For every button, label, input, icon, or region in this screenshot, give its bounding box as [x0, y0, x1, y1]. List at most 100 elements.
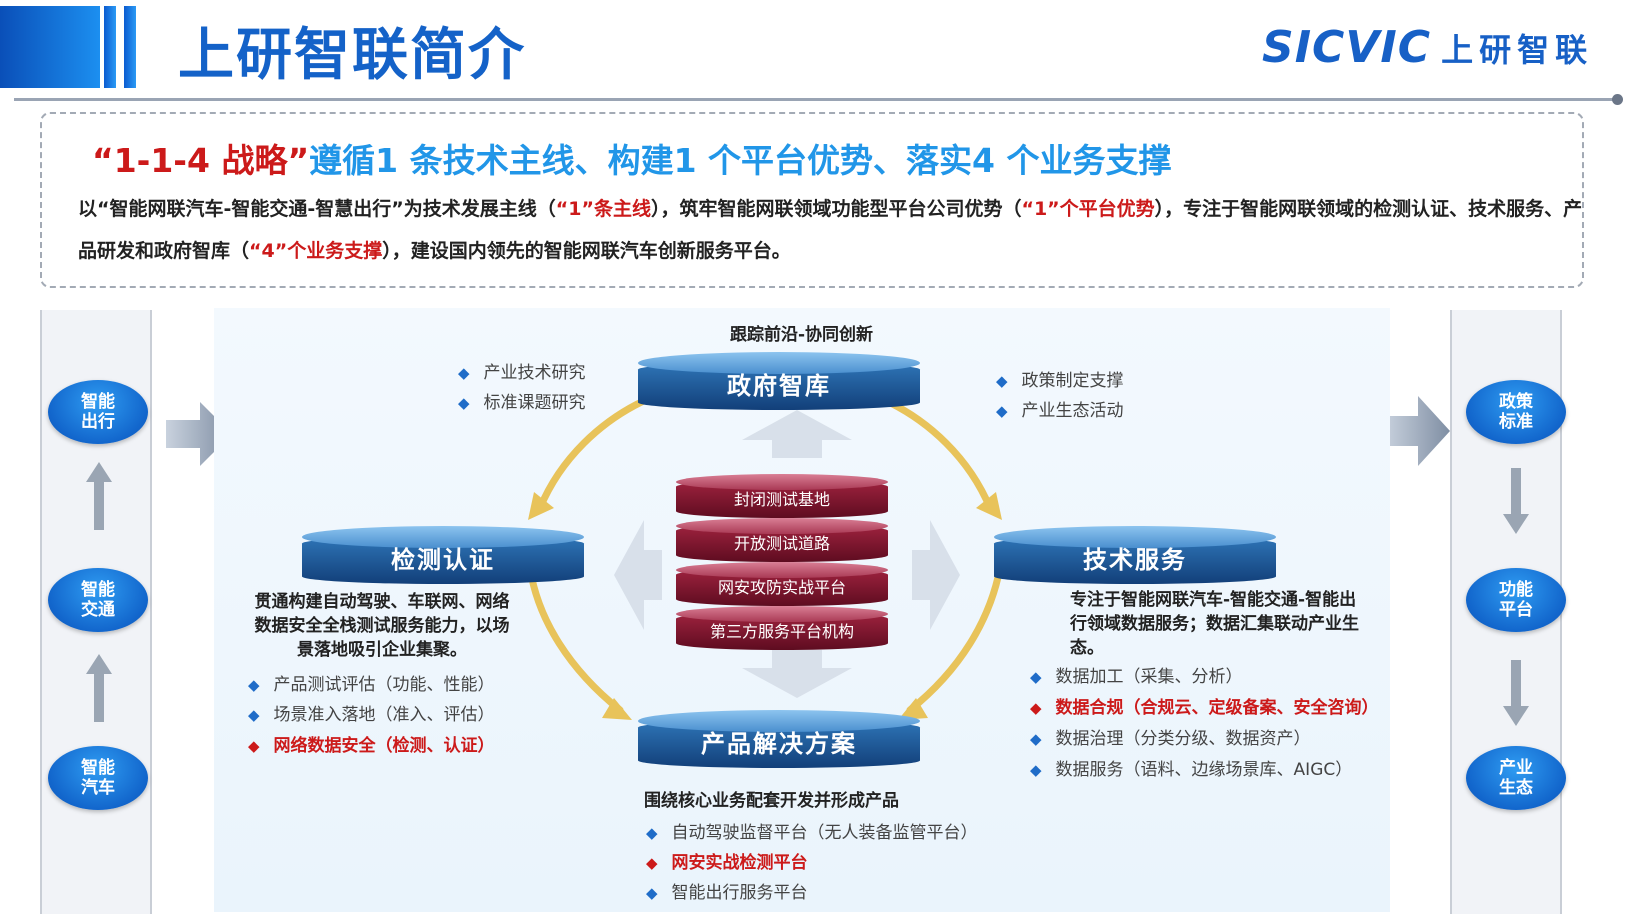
oval-label: 智能汽车: [81, 758, 115, 798]
bullet-text: 网络数据安全（检测、认证）: [273, 736, 495, 756]
right-arrow-icon: [912, 520, 960, 630]
bullet-text: 网安实战检测平台: [671, 853, 808, 873]
tech-bullet: ◆ 数据加工（采集、分析）: [1030, 662, 1243, 687]
gov-left-bullet: ◆ 产业技术研究: [458, 358, 586, 383]
testing-cert-title: 检测认证: [391, 546, 495, 574]
left-oval-mobility: 智能出行: [48, 380, 148, 444]
right-oval-platform: 功能平台: [1466, 568, 1566, 632]
bullet-text: 产业技术研究: [483, 363, 586, 383]
stack-label: 第三方服务平台机构: [709, 622, 854, 641]
product-solution-cylinder: 产品解决方案: [638, 710, 920, 768]
left-arrow-icon: [614, 520, 662, 630]
center-stack-layer: 封闭测试基地: [676, 474, 888, 518]
product-solution-desc: 围绕核心业务配套开发并形成产品: [644, 791, 899, 811]
center-stack-layer: 网安攻防实战平台: [676, 562, 888, 606]
header-divider-dot: [1612, 94, 1623, 105]
strategy-text: ），建设国内领先的智能网联汽车创新服务平台。: [382, 240, 791, 262]
strategy-highlight: “1”条主线: [555, 198, 651, 220]
oval-label: 政策标准: [1499, 392, 1533, 432]
testing-bullet-highlight: ◆ 网络数据安全（检测、认证）: [248, 731, 495, 756]
center-stack-layer: 第三方服务平台机构: [676, 606, 888, 650]
stack-label: 网安攻防实战平台: [717, 578, 846, 597]
up-arrow-icon: [742, 410, 852, 458]
strategy-text: 以“智能网联汽车-智能交通-智慧出行”为技术发展主线（: [78, 198, 556, 220]
diamond-icon: ◆: [248, 676, 260, 694]
bullet-text: 数据服务（语料、边缘场景库、AIGC）: [1055, 760, 1353, 780]
product-bullet-highlight: ◆ 网安实战检测平台: [646, 848, 808, 873]
logo-text: SICVIC: [1262, 22, 1432, 73]
stack-label: 开放测试道路: [733, 534, 830, 553]
right-oval-policy: 政策标准: [1466, 380, 1566, 444]
tech-service-desc: 专注于智能网联汽车-智能交通-智能出行领域数据服务；数据汇集联动产业生态。: [1070, 590, 1359, 658]
strategy-text: ），专注于智能网联领域的检测认证、技术服务、产品研发和政府智库（: [78, 198, 1583, 262]
diamond-icon: ◆: [646, 824, 658, 842]
strategy-highlight: “4”个业务支撑: [249, 240, 383, 262]
diamond-icon: ◆: [1030, 699, 1042, 717]
gov-think-tank-cylinder: 政府智库: [638, 352, 920, 410]
testing-bullet: ◆ 场景准入落地（准入、评估）: [248, 700, 495, 725]
oval-label: 功能平台: [1499, 580, 1533, 620]
diamond-icon: ◆: [458, 394, 470, 412]
down-arrow-icon: [1503, 468, 1529, 534]
testing-bullet: ◆ 产品测试评估（功能、性能）: [248, 670, 495, 695]
product-bullet: ◆ 智能出行服务平台: [646, 878, 808, 903]
bullet-text: 产业生态活动: [1021, 401, 1124, 421]
diamond-icon: ◆: [1030, 730, 1042, 748]
diamond-icon: ◆: [248, 706, 260, 724]
cycle-arrows: [526, 394, 1004, 720]
tech-service-cylinder: 技术服务: [994, 526, 1276, 584]
strategy-text: ），筑牢智能网联领域功能型平台公司优势（: [650, 198, 1022, 220]
up-arrow-icon: [86, 654, 112, 722]
gov-left-bullet: ◆ 标准课题研究: [458, 388, 586, 413]
strategy-box: [40, 112, 1584, 288]
bullet-text: 数据合规（合规云、定级备案、安全咨询）: [1055, 698, 1379, 718]
header-accent-block: [0, 6, 100, 88]
product-bullet: ◆ 自动驾驶监督平台（无人装备监管平台）: [646, 818, 978, 843]
bullet-text: 场景准入落地（准入、评估）: [273, 705, 495, 725]
strategy-headline-red: “1-1-4 战略”: [92, 141, 310, 180]
page-title: 上研智联简介: [178, 23, 526, 88]
diamond-icon: ◆: [996, 372, 1008, 390]
diamond-icon: ◆: [1030, 668, 1042, 686]
bullet-text: 政策制定支撑: [1021, 371, 1124, 391]
oval-label: 智能出行: [81, 392, 115, 432]
header-accent-bar: [124, 6, 136, 88]
strategy-body: 以“智能网联汽车-智能交通-智慧出行”为技术发展主线（“1”条主线），筑牢智能网…: [78, 188, 1588, 272]
header-accent-bar: [104, 6, 116, 88]
testing-cert-cylinder: 检测认证: [302, 526, 584, 584]
right-arrow-icon: [1384, 396, 1450, 466]
diamond-icon: ◆: [646, 884, 658, 902]
right-oval-ecosystem: 产业生态: [1466, 746, 1566, 810]
strategy-highlight: “1”个平台优势: [1021, 198, 1155, 220]
diamond-icon: ◆: [646, 854, 658, 872]
left-oval-vehicle: 智能汽车: [48, 746, 148, 810]
gov-right-bullet: ◆ 政策制定支撑: [996, 366, 1124, 391]
bullet-text: 数据加工（采集、分析）: [1055, 667, 1243, 687]
oval-label: 智能交通: [81, 580, 115, 620]
tech-bullet: ◆ 数据治理（分类分级、数据资产）: [1030, 724, 1311, 749]
diamond-icon: ◆: [458, 364, 470, 382]
tech-bullet: ◆ 数据服务（语料、边缘场景库、AIGC）: [1030, 755, 1352, 780]
bullet-text: 自动驾驶监督平台（无人装备监管平台）: [671, 823, 978, 843]
diamond-icon: ◆: [996, 402, 1008, 420]
bullet-text: 智能出行服务平台: [671, 883, 808, 903]
tech-bullet-highlight: ◆ 数据合规（合规云、定级备案、安全咨询）: [1030, 693, 1379, 718]
oval-label: 产业生态: [1499, 758, 1533, 798]
down-arrow-icon: [1503, 660, 1529, 726]
testing-cert-desc: 贯通构建自动驾驶、车联网、网络数据安全全栈测试服务能力，以场景落地吸引企业集聚。: [254, 592, 510, 660]
diamond-icon: ◆: [248, 737, 260, 755]
product-solution-title: 产品解决方案: [701, 730, 857, 758]
bullet-text: 标准课题研究: [483, 393, 586, 413]
diamond-icon: ◆: [1030, 761, 1042, 779]
strategy-headline-blue: 遵循1 条技术主线、构建1 个平台优势、落实4 个业务支撑: [309, 141, 1172, 180]
up-arrow-icon: [86, 462, 112, 530]
bullet-text: 数据治理（分类分级、数据资产）: [1055, 729, 1311, 749]
gov-right-bullet: ◆ 产业生态活动: [996, 396, 1124, 421]
strategy-headline: “1-1-4 战略”遵循1 条技术主线、构建1 个平台优势、落实4 个业务支撑: [92, 134, 1172, 182]
bullet-text: 产品测试评估（功能、性能）: [273, 675, 495, 695]
gov-think-tank-title: 政府智库: [727, 372, 831, 400]
left-oval-traffic: 智能交通: [48, 568, 148, 632]
stack-label: 封闭测试基地: [733, 490, 830, 509]
center-stack-layer: 开放测试道路: [676, 518, 888, 562]
